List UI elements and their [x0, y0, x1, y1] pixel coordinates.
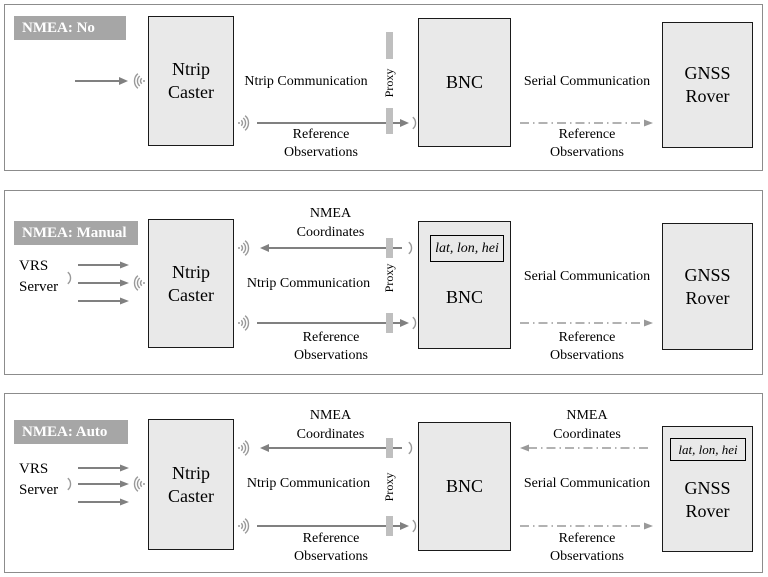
radio-waves-right-icon — [237, 315, 250, 331]
vrs-server-label: VRS Server — [19, 461, 59, 498]
reference-observations-label: Reference Observations — [550, 330, 624, 363]
panel-nmea-manual: NMEA: Manual VRS Server Ntrip Caster NME… — [4, 190, 763, 375]
ntrip-communication-label: Ntrip Communication — [246, 276, 371, 291]
radio-waves-left-icon — [133, 72, 146, 90]
bnc-label: BNC — [445, 476, 483, 496]
connector-layer — [67, 238, 653, 333]
proxy-bar-segment — [386, 238, 393, 258]
proxy-label: Proxy — [382, 263, 396, 293]
ntrip-caster-label: Ntrip Caster — [168, 261, 214, 305]
reference-observations-label: Reference Observations — [284, 127, 358, 160]
proxy-bar-segment — [386, 438, 393, 458]
nmea-mode-badge: NMEA: Manual — [14, 221, 138, 245]
proxy-bar-segment — [386, 32, 393, 59]
nmea-mode-label: NMEA: Manual — [22, 225, 127, 241]
radio-waves-right-icon — [237, 440, 250, 456]
radio-waves-right-icon — [237, 518, 250, 534]
nmea-mode-badge: NMEA: Auto — [14, 420, 128, 444]
nmea-dashdot-head — [520, 444, 529, 452]
ntrip-caster-label: Ntrip Caster — [168, 59, 214, 102]
antenna-arc-icon — [408, 241, 413, 255]
proxy-label: Proxy — [382, 68, 396, 98]
reference-observations-label: Reference Observations — [550, 127, 624, 160]
gnss-rover-label: GNSS Rover — [684, 264, 731, 308]
nmea-coordinates-label: NMEA Coordinates — [553, 408, 621, 442]
nmea-coordinates-arrow-head — [260, 444, 269, 452]
antenna-arc-icon — [67, 271, 72, 285]
vrs-arrow-head — [120, 480, 129, 488]
connector-layer — [75, 32, 653, 134]
ntrip-caster-box: Ntrip Caster — [148, 419, 234, 550]
antenna-arc-icon — [412, 116, 417, 130]
antenna-arc-icon — [408, 441, 413, 455]
vrs-server-label: VRS Server — [19, 258, 59, 295]
ntrip-caster-label: Ntrip Caster — [168, 462, 214, 506]
proxy-label: Proxy — [382, 472, 396, 502]
reference-observations-arrow-head — [400, 319, 409, 327]
vrs-arrow-head — [120, 279, 129, 287]
bnc-box: lat, lon, hei BNC — [418, 221, 511, 349]
serial-communication-label: Serial Communication — [523, 476, 651, 491]
bnc-box: BNC — [418, 18, 511, 147]
lat-lon-hei-box: lat, lon, hei — [670, 438, 746, 461]
vrs-arrow-head — [120, 297, 129, 305]
lat-lon-hei-label: lat, lon, hei — [678, 441, 738, 457]
radio-waves-left-icon — [133, 275, 146, 291]
serial-dashdot-head — [644, 319, 653, 327]
reference-observations-label: Reference Observations — [294, 330, 368, 363]
lat-lon-hei-box: lat, lon, hei — [430, 235, 504, 262]
vrs-arrow-head — [120, 464, 129, 472]
connector-layer — [67, 438, 653, 536]
proxy-bar-segment — [386, 516, 393, 536]
panel-nmea-auto: NMEA: Auto VRS Server Ntrip Caster NMEA … — [4, 393, 763, 573]
gnss-rover-label: GNSS Rover — [684, 63, 731, 106]
bnc-label: BNC — [445, 72, 483, 92]
antenna-arc-icon — [412, 316, 417, 330]
radio-waves-right-icon — [237, 239, 250, 257]
nmea-coordinates-arrow-head — [260, 244, 269, 252]
reference-observations-label: Reference Observations — [550, 531, 624, 564]
serial-dashdot-head — [644, 522, 653, 530]
lat-lon-hei-label: lat, lon, hei — [435, 240, 499, 256]
bnc-label: BNC — [445, 286, 483, 307]
serial-dashdot-head — [644, 119, 653, 127]
gnss-rover-box: GNSS Rover — [662, 223, 753, 350]
vrs-arrow-head — [120, 261, 129, 269]
proxy-bar-segment — [386, 108, 393, 134]
ntrip-communication-label: Ntrip Communication — [246, 476, 371, 491]
panel-nmea-no: NMEA: No Ntrip Caster Ntrip Communicatio… — [4, 4, 763, 171]
gnss-rover-label: GNSS Rover — [684, 478, 731, 521]
reference-observations-arrow-head — [400, 119, 409, 127]
nmea-coordinates-label: NMEA Coordinates — [296, 206, 365, 240]
vrs-arrow-head — [120, 498, 129, 506]
nmea-mode-label: NMEA: Auto — [22, 424, 108, 440]
ntrip-caster-box: Ntrip Caster — [148, 16, 234, 146]
reference-observations-arrow-head — [400, 522, 409, 530]
ntrip-caster-box: Ntrip Caster — [148, 219, 234, 348]
radio-waves-left-icon — [133, 476, 146, 492]
ntrip-communication-label: Ntrip Communication — [244, 74, 368, 89]
nmea-mode-badge: NMEA: No — [14, 16, 126, 40]
bnc-box: BNC — [418, 422, 511, 551]
serial-communication-label: Serial Communication — [523, 269, 651, 284]
reference-observations-label: Reference Observations — [294, 531, 368, 564]
antenna-arc-icon — [67, 477, 72, 491]
proxy-bar-segment — [386, 313, 393, 333]
nmea-coordinates-label: NMEA Coordinates — [296, 408, 365, 442]
antenna-arc-icon — [412, 519, 417, 533]
input-arrow-head — [119, 77, 128, 85]
serial-communication-label: Serial Communication — [523, 74, 651, 89]
gnss-rover-box: GNSS Rover — [662, 22, 753, 148]
nmea-mode-label: NMEA: No — [22, 20, 95, 36]
gnss-rover-box: lat, lon, hei GNSS Rover — [662, 426, 753, 552]
